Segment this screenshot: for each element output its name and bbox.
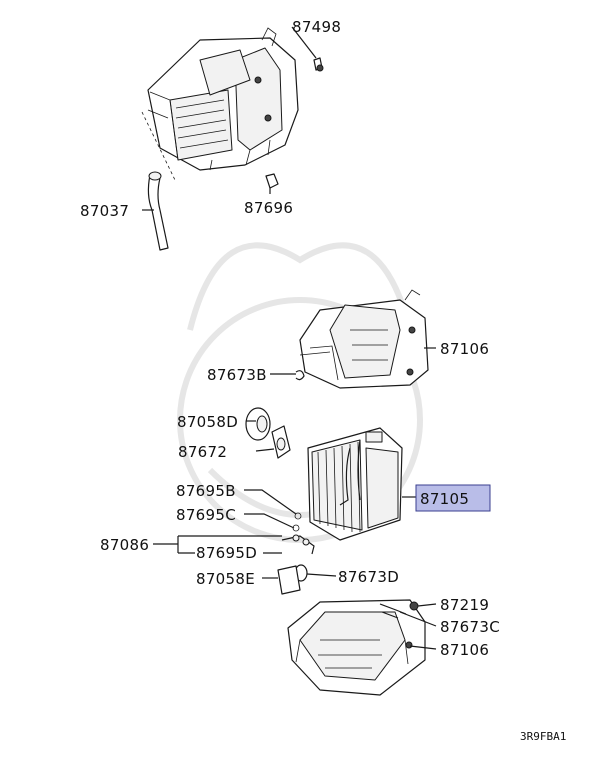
o-ring-87695b: [294, 512, 302, 520]
callout-87086[interactable]: 87086: [100, 536, 149, 554]
pad-87058e: [277, 565, 301, 595]
gasket-87058d: [245, 407, 271, 441]
callout-87673c[interactable]: 87673C: [440, 618, 500, 636]
pipe-87086: [281, 534, 315, 555]
leader-lines: [142, 26, 437, 650]
heater-unit-top: [147, 27, 299, 171]
diagram-code: 3R9FBA1: [520, 730, 566, 743]
callout-87498[interactable]: 87498: [292, 18, 341, 36]
callout-87696[interactable]: 87696: [244, 199, 293, 217]
callout-87673b[interactable]: 87673B: [207, 366, 267, 384]
screw-87498: [313, 57, 324, 72]
expansion-valve-87672: [271, 425, 291, 459]
callout-87058d[interactable]: 87058D: [177, 413, 238, 431]
clip-87696: [265, 173, 279, 189]
callout-87106-upper[interactable]: 87106: [440, 340, 489, 358]
callout-87672[interactable]: 87672: [178, 443, 227, 461]
callout-87105[interactable]: 87105: [420, 490, 469, 508]
callout-87219[interactable]: 87219: [440, 596, 489, 614]
callout-87695d[interactable]: 87695D: [196, 544, 257, 562]
drain-hose-87037: [147, 171, 169, 251]
callout-87058e[interactable]: 87058E: [196, 570, 255, 588]
callout-87673d[interactable]: 87673D: [338, 568, 399, 586]
callout-87037[interactable]: 87037: [80, 202, 129, 220]
callout-87106-lower[interactable]: 87106: [440, 641, 489, 659]
callout-87695b[interactable]: 87695B: [176, 482, 236, 500]
clip-87673b: [295, 370, 305, 381]
callout-labels: 87498 87037 87696 87106 87673B 87058D 87…: [80, 18, 500, 659]
callout-87695c[interactable]: 87695C: [176, 506, 236, 524]
evaporator-core-87105: [307, 427, 403, 541]
evaporator-case-upper: [299, 289, 429, 389]
highlight-box-87105: [415, 484, 491, 512]
screw-87219: [409, 601, 419, 611]
evaporator-case-lower: [287, 599, 426, 696]
